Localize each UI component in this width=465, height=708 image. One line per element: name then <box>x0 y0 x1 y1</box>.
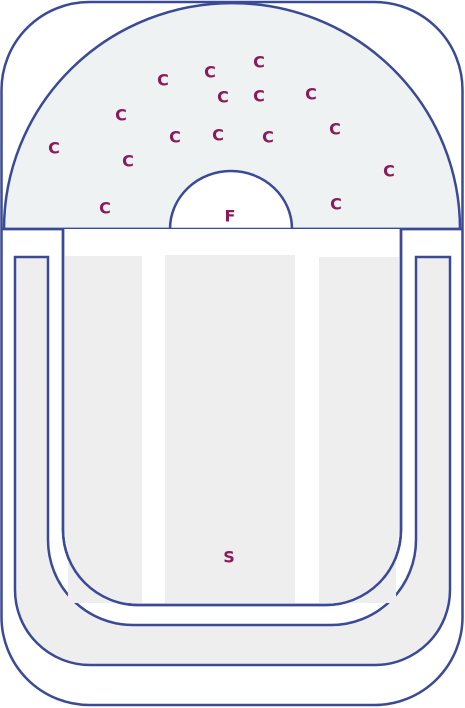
label-c: C <box>122 152 134 171</box>
label-c: C <box>169 128 181 147</box>
inner-u-outline <box>61 229 403 607</box>
outer-u-channel <box>13 255 452 667</box>
label-c: C <box>204 63 216 82</box>
inner-column-right <box>319 257 396 603</box>
label-c: C <box>99 199 111 218</box>
label-c: C <box>115 106 127 125</box>
inner-column-middle <box>165 255 295 603</box>
label-c: C <box>212 126 224 145</box>
label-c: C <box>305 85 317 104</box>
label-c: C <box>253 53 265 72</box>
center-semicircle <box>168 169 294 231</box>
label-c: C <box>262 128 274 147</box>
label-c: C <box>253 87 265 106</box>
label-c: C <box>383 162 395 181</box>
label-c: C <box>330 195 342 214</box>
label-f: F <box>225 207 236 226</box>
label-c: C <box>48 139 60 158</box>
label-s: S <box>223 548 235 567</box>
dome-region <box>2 1 462 231</box>
label-c: C <box>329 120 341 139</box>
label-c: C <box>217 88 229 107</box>
label-c: C <box>157 71 169 90</box>
inner-column-left <box>68 256 142 603</box>
